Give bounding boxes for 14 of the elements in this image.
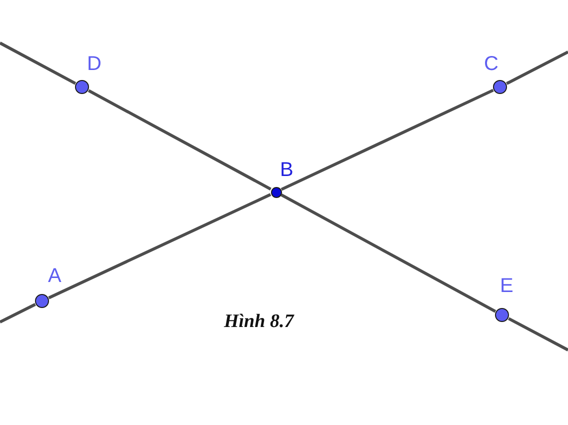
point-label: D bbox=[87, 53, 102, 75]
line-segment bbox=[506, 50, 568, 85]
point-label: A bbox=[48, 265, 62, 287]
point-label: B bbox=[280, 159, 294, 181]
line-segment bbox=[88, 89, 272, 190]
line-segment bbox=[48, 193, 272, 300]
line-segment bbox=[280, 88, 494, 191]
line-segment bbox=[0, 42, 76, 85]
line-segment bbox=[508, 317, 568, 352]
point-label: E bbox=[500, 275, 514, 297]
figure-caption: Hình 8.7 bbox=[224, 311, 294, 333]
line-segment bbox=[0, 303, 36, 324]
line-segment bbox=[280, 194, 496, 313]
point-label: C bbox=[484, 53, 498, 75]
